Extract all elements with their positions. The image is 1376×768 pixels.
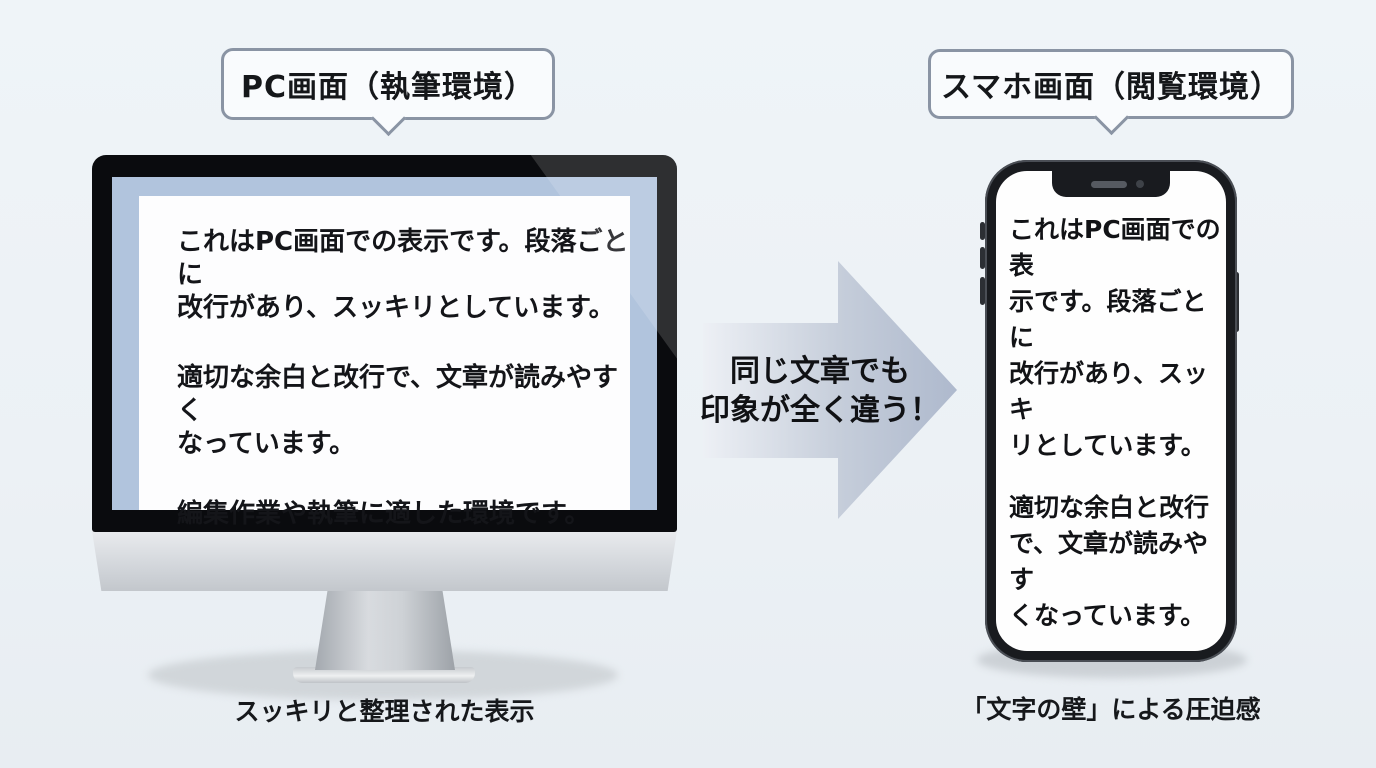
- phone-caption: 「文字の壁」による圧迫感: [961, 695, 1261, 724]
- phone-frame: これはPC画面での表 示です。段落ごとに 改行があり、スッキ リとしています。 …: [985, 160, 1237, 662]
- phone-notch: [1052, 171, 1170, 197]
- phone-paragraph: 適切な余白と改行 で、文章が読みやす くなっています。: [1009, 493, 1210, 630]
- pc-document-text: これはPC画面での表示です。段落ごとに 改行があり、スッキリとしています。 適切…: [177, 226, 630, 532]
- bubble-tail-icon: [370, 100, 407, 137]
- monitor-screen: これはPC画面での表示です。段落ごとに 改行があり、スッキリとしています。 適切…: [92, 155, 677, 532]
- pc-label-bubble: PC画面（執筆環境）: [221, 48, 555, 137]
- right-arrow-icon: [703, 261, 957, 519]
- pc-document-area: これはPC画面での表示です。段落ごとに 改行があり、スッキリとしています。 適切…: [139, 196, 630, 529]
- phone-document-text: これはPC画面での表 示です。段落ごとに 改行があり、スッキ リとしています。 …: [1009, 212, 1222, 651]
- phone-volume-down-button: [980, 277, 985, 305]
- phone-paragraph: これはPC画面での表 示です。段落ごとに 改行があり、スッキ リとしています。: [1009, 215, 1221, 460]
- speaker-grille-icon: [1091, 181, 1127, 188]
- pc-paragraph: 編集作業や執筆に適した環境です。: [177, 499, 591, 529]
- phone-label-bubble: スマホ画面（閲覧環境）: [928, 49, 1294, 136]
- front-camera-icon: [1136, 180, 1144, 188]
- phone-mute-switch: [980, 222, 985, 240]
- pc-paragraph: 適切な余白と改行で、文章が読みやすく なっています。: [177, 363, 618, 459]
- phone-volume-up-button: [980, 247, 985, 269]
- pc-caption: スッキリと整理された表示: [234, 697, 535, 726]
- phone-label-text: スマホ画面（閲覧環境）: [940, 70, 1282, 105]
- monitor-chin: [92, 531, 677, 591]
- monitor-stand-neck: [315, 590, 455, 670]
- pc-paragraph: これはPC画面での表示です。段落ごとに 改行があり、スッキリとしています。: [177, 227, 629, 323]
- arrow-caption: 同じ文章でも 印象が全く違う！: [700, 354, 940, 428]
- pc-label-text: PC画面（執筆環境）: [240, 70, 535, 105]
- monitor-stand-foot: [293, 667, 475, 683]
- phone-screen: これはPC画面での表 示です。段落ごとに 改行があり、スッキ リとしています。 …: [996, 171, 1226, 651]
